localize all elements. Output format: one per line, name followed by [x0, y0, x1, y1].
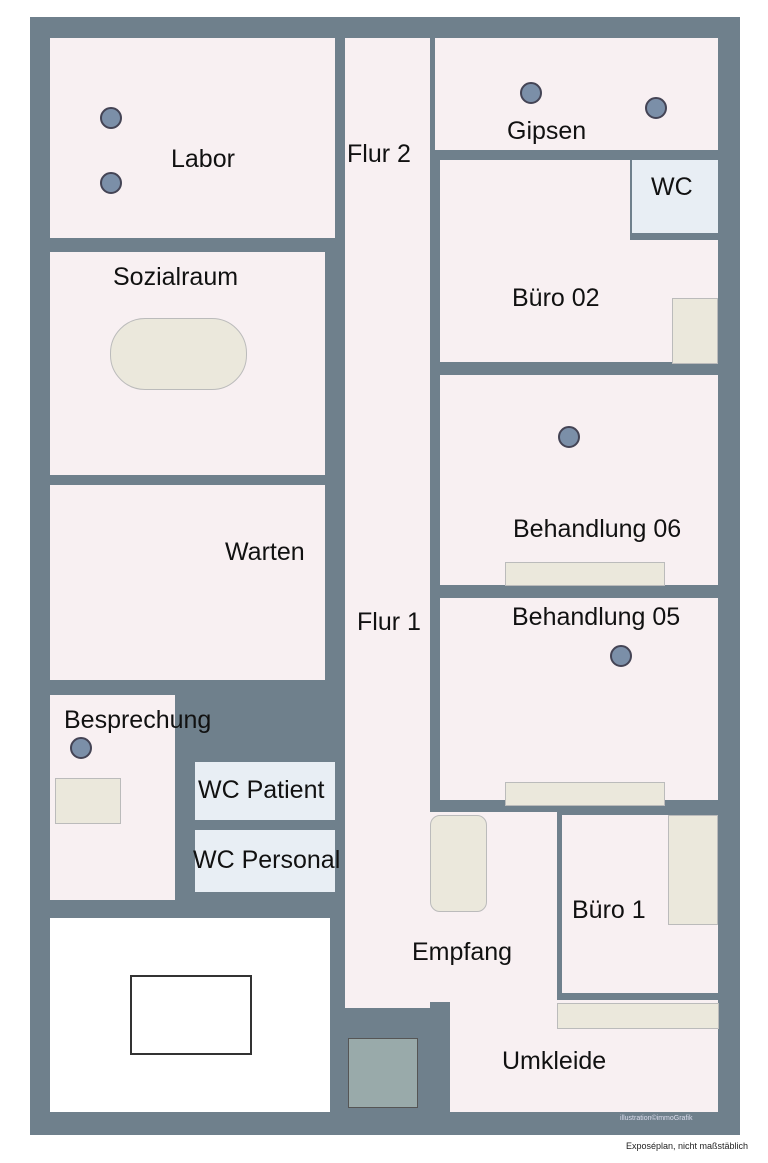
- label-empfang: Empfang: [412, 938, 513, 966]
- label-sozialraum: Sozialraum: [113, 263, 239, 291]
- label-umkleide: Umkleide: [502, 1047, 607, 1075]
- label-behandlung-06: Behandlung 06: [513, 515, 682, 543]
- scale-note: Exposéplan, nicht maßstäblich: [626, 1141, 749, 1151]
- room-behandlung-06: [440, 375, 718, 585]
- room-wc: [632, 160, 718, 233]
- label-gipsen: Gipsen: [507, 117, 587, 145]
- chair: [610, 645, 632, 667]
- reception-desk: [430, 815, 487, 912]
- label-buero-02: Büro 02: [512, 284, 600, 312]
- chair: [558, 426, 580, 448]
- chair: [100, 172, 122, 194]
- label-wc: WC: [651, 173, 693, 201]
- counter-umkleide: [557, 1003, 719, 1029]
- label-besprechung: Besprechung: [64, 706, 212, 734]
- room-buero-02-b: [440, 240, 718, 362]
- room-wc-patient: [195, 762, 335, 820]
- label-flur-1: Flur 1: [357, 608, 421, 636]
- label-wc-patient: WC Patient: [198, 776, 325, 804]
- stair-landing: [130, 975, 252, 1055]
- credit: illustration©immoGrafik: [620, 1115, 693, 1122]
- desk-buero-02: [672, 298, 718, 364]
- counter-behandlung-05: [505, 782, 665, 806]
- label-flur-2: Flur 2: [347, 140, 411, 168]
- room-behandlung-05: [440, 598, 718, 800]
- elevator: [348, 1038, 418, 1108]
- chair: [70, 737, 92, 759]
- room-warten: [50, 485, 325, 680]
- chair: [520, 82, 542, 104]
- label-warten: Warten: [225, 538, 305, 566]
- label-behandlung-05: Behandlung 05: [512, 603, 681, 631]
- chair: [645, 97, 667, 119]
- room-gipsen: [435, 38, 718, 150]
- room-wc-personal: [195, 830, 335, 892]
- desk-buero-1: [668, 815, 718, 925]
- conference-table: [110, 318, 247, 390]
- counter-behandlung-06: [505, 562, 665, 586]
- label-labor: Labor: [171, 145, 235, 173]
- label-wc-personal: WC Personal: [193, 846, 341, 874]
- room-labor: [50, 38, 335, 238]
- desk-besprechung: [55, 778, 121, 824]
- label-buero-1: Büro 1: [572, 896, 646, 924]
- chair: [100, 107, 122, 129]
